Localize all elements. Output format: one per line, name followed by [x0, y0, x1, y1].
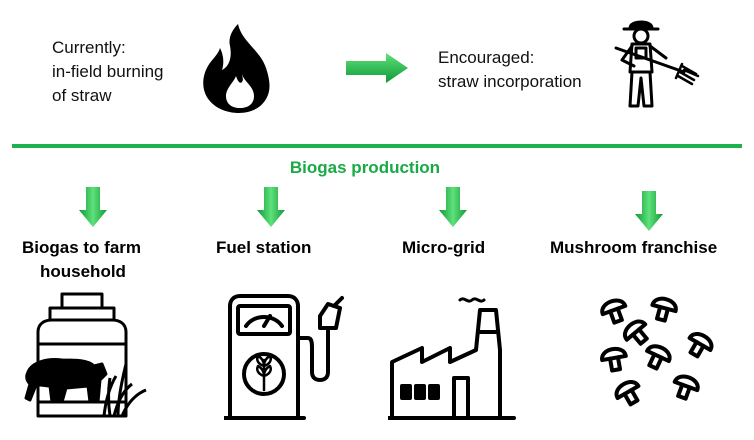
output-label-line: Biogas to farm — [22, 238, 142, 257]
current-practice-text: Currently: in-field burning of straw — [52, 36, 164, 108]
encouraged-line-2: straw incorporation — [438, 72, 582, 91]
current-line-1: Currently: — [52, 38, 126, 57]
down-arrow-icon — [256, 186, 286, 228]
flame-icon — [198, 22, 280, 114]
down-arrow-icon — [438, 186, 468, 228]
encouraged-line-1: Encouraged: — [438, 48, 535, 67]
current-line-3: of straw — [52, 86, 112, 105]
fuel-pump-icon — [224, 294, 348, 424]
section-divider — [12, 144, 742, 148]
factory-icon — [388, 292, 518, 424]
encouraged-practice-text: Encouraged: straw incorporation — [438, 46, 582, 94]
transition-arrow-icon — [344, 52, 410, 84]
current-line-2: in-field burning — [52, 62, 164, 81]
output-label-biogas-household: Biogas to farm household — [22, 236, 141, 284]
gas-cylinder-icon — [22, 290, 152, 426]
down-arrow-icon — [634, 190, 664, 232]
output-label-mushroom-franchise: Mushroom franchise — [550, 238, 718, 257]
output-label-micro-grid: Micro-grid — [402, 238, 486, 257]
mushrooms-icon — [600, 292, 720, 422]
output-label-fuel-station: Fuel station — [216, 238, 312, 257]
output-label-line: household — [40, 262, 126, 281]
farmer-pitchfork-icon — [612, 14, 708, 114]
down-arrow-icon — [78, 186, 108, 228]
section-title: Biogas production — [289, 158, 441, 177]
